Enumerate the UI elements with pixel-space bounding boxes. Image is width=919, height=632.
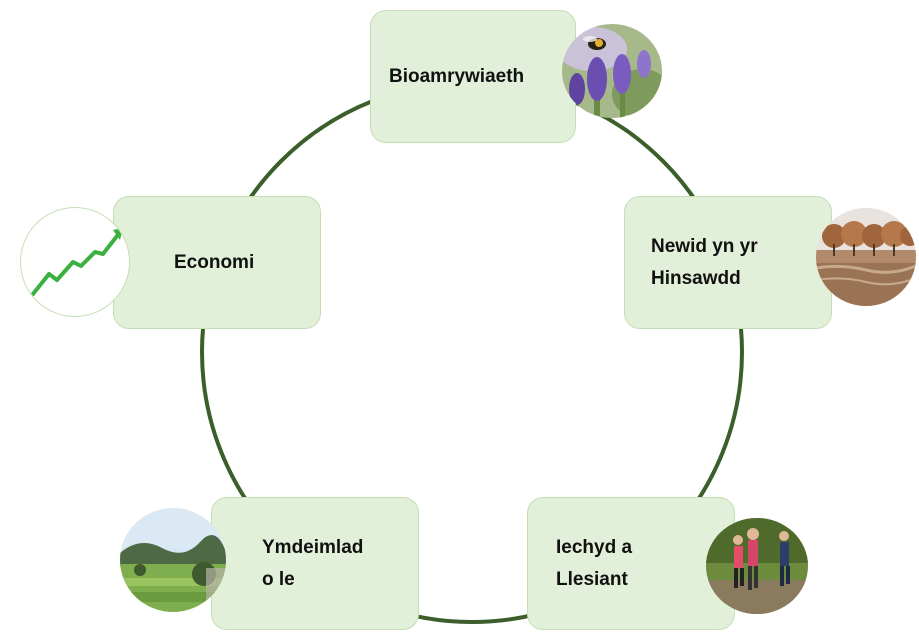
rising-trend-arrow-icon xyxy=(20,207,130,317)
node-economy-label: Economi xyxy=(174,251,255,273)
green-valley-landscape-photo xyxy=(120,508,226,612)
node-health-wellbeing: Iechyd a Llesiant xyxy=(527,497,735,630)
node-climate-change-label: Newid yn yr Hinsawdd xyxy=(651,236,758,289)
node-health-wellbeing-label: Iechyd a Llesiant xyxy=(556,537,633,590)
flooded-river-trees-photo xyxy=(816,208,916,306)
runners-photo xyxy=(706,518,808,614)
node-biodiversity: Bioamrywiaeth xyxy=(370,10,576,143)
node-climate-change: Newid yn yr Hinsawdd xyxy=(624,196,832,329)
node-economy: Economi xyxy=(113,196,321,329)
node-sense-of-place-label: Ymdeimlad o le xyxy=(262,537,364,590)
node-sense-of-place: Ymdeimlad o le xyxy=(211,497,419,630)
node-biodiversity-label: Bioamrywiaeth xyxy=(389,65,525,87)
lavender-bee-photo xyxy=(562,24,662,118)
